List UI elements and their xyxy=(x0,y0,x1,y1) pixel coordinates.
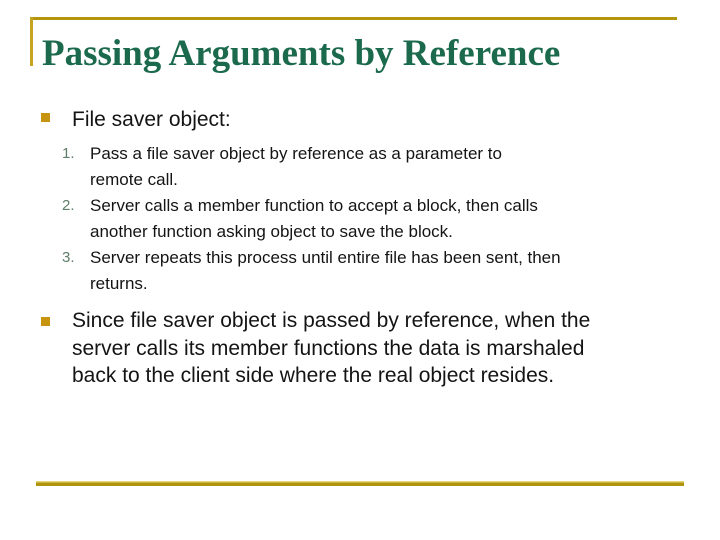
list-item: 1. Pass a file saver object by reference… xyxy=(0,141,690,193)
list-item-line: Server calls a member function to accept… xyxy=(90,196,538,215)
list-item: 2. Server calls a member function to acc… xyxy=(0,193,690,245)
list-item-number: 2. xyxy=(62,197,75,214)
list-item-text: Server repeats this process until entire… xyxy=(90,245,640,297)
list-item-text: Pass a file saver object by reference as… xyxy=(90,141,640,193)
list-item-line: Server repeats this process until entire… xyxy=(90,248,561,267)
numbered-list: 1. Pass a file saver object by reference… xyxy=(0,141,690,297)
slide-title: Passing Arguments by Reference xyxy=(42,33,561,74)
paragraph-line: server calls its member functions the da… xyxy=(72,336,585,360)
square-bullet-icon xyxy=(41,317,50,326)
bottom-accent-rule xyxy=(36,481,684,486)
paragraph-line: Since file saver object is passed by ref… xyxy=(72,309,591,332)
list-item-number: 1. xyxy=(62,145,75,162)
left-accent-rule xyxy=(30,17,33,66)
bullet-heading: File saver object: xyxy=(72,108,231,131)
square-bullet-icon xyxy=(41,113,50,122)
list-item-line: another function asking object to save t… xyxy=(90,222,453,241)
top-accent-rule xyxy=(30,17,677,20)
list-item: 3. Server repeats this process until ent… xyxy=(0,245,690,297)
list-item-text: Server calls a member function to accept… xyxy=(90,193,640,245)
paragraph-line: back to the client side where the real o… xyxy=(72,364,555,387)
list-item-line: remote call. xyxy=(90,170,178,189)
list-item-line: Pass a file saver object by reference as… xyxy=(90,144,502,163)
list-item-line: returns. xyxy=(90,274,148,293)
bullet-paragraph: Since file saver object is passed by ref… xyxy=(72,307,692,390)
list-item-number: 3. xyxy=(62,249,75,266)
